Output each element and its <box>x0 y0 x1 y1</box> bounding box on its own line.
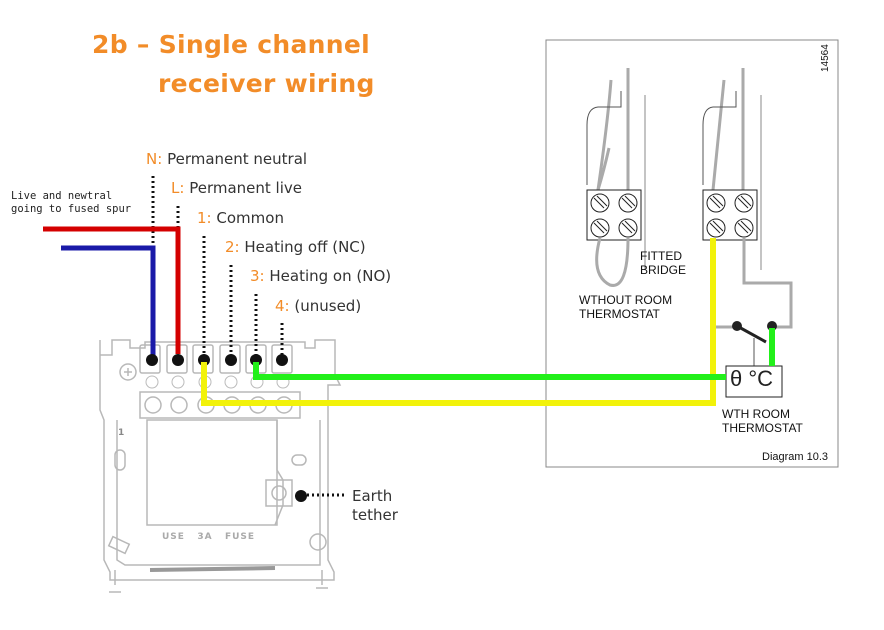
earth-tether-label: Earth tether <box>352 487 398 525</box>
terminal-desc: (unused) <box>294 297 362 315</box>
grey-wire <box>596 79 613 191</box>
earth-dot <box>295 490 307 502</box>
terminal-key: 2 <box>225 238 235 256</box>
fixing-screw-icon <box>309 533 327 551</box>
side-mark: 1 <box>118 428 126 438</box>
terminal-block <box>586 189 642 241</box>
screw-slots <box>593 195 636 234</box>
terminal-well <box>139 344 161 374</box>
fuse-text: USE 3A FUSE <box>162 532 256 542</box>
leader-lines <box>151 176 346 497</box>
terminal-label-l: L: Permanent live <box>171 179 302 197</box>
heating-on-wire <box>253 362 726 380</box>
mounting-feet <box>109 570 328 593</box>
colon: : <box>284 297 290 315</box>
mounting-slot <box>291 454 307 466</box>
terminal-key: N <box>146 150 158 168</box>
terminal-label-1: 1: Common <box>197 209 284 227</box>
terminal-desc: Heating off (NC) <box>244 238 366 256</box>
terminal-dots <box>146 354 307 502</box>
terminal-desc: Permanent live <box>189 179 302 197</box>
terminal-label-n: N: Permanent neutral <box>146 150 307 168</box>
terminal-key: L <box>171 179 180 197</box>
thermostat-box <box>725 365 783 398</box>
with-thermostat-label: WTH ROOM THERMOSTAT <box>722 407 803 435</box>
fitted-bridge-label: FITTED BRIDGE <box>640 249 687 277</box>
supply-note-line-2: going to fused spur <box>11 203 132 215</box>
terminal-dot-n <box>146 354 158 366</box>
bottom-rail <box>149 566 276 572</box>
terminal-dot-2 <box>225 354 237 366</box>
terminal-label-4: 4: (unused) <box>275 297 361 315</box>
terminal-key: 1 <box>197 209 207 227</box>
earth-screw-icon <box>271 485 287 501</box>
terminal-key: 4 <box>275 297 285 315</box>
terminal-label-2: 2: Heating off (NC) <box>225 238 366 256</box>
thermostat-symbol: θ °C <box>730 366 774 391</box>
title-line-2: receiver wiring <box>158 69 375 98</box>
colon: : <box>206 209 212 227</box>
screw-icon <box>706 218 726 238</box>
diagram-id-number: 14564 <box>820 44 831 72</box>
switch-contact <box>732 321 742 331</box>
colon: : <box>259 267 265 285</box>
terminal-desc: Heating on (NO) <box>269 267 392 285</box>
live-wire <box>43 226 181 354</box>
backplate <box>99 339 342 593</box>
earth-line-2: tether <box>352 506 398 524</box>
terminal-mark-l <box>171 375 185 389</box>
screw-icon <box>590 218 610 238</box>
backplate-outline <box>99 339 342 581</box>
terminal-key: 3 <box>250 267 260 285</box>
terminal-block <box>702 189 758 241</box>
mounting-tab <box>107 535 131 555</box>
screw-icon <box>590 193 610 213</box>
cable-outline <box>586 91 622 185</box>
earth-line-1: Earth <box>352 487 393 505</box>
fixing-screw-icon <box>119 363 137 381</box>
terminal-mark-n <box>145 375 159 389</box>
terminal-desc: Permanent neutral <box>167 150 308 168</box>
fitted-bridge-wire <box>595 237 630 287</box>
screw-icon <box>618 193 638 213</box>
screw-cross <box>124 368 132 376</box>
colon: : <box>157 150 163 168</box>
supply-note-line-1: Live and newtral <box>11 190 113 202</box>
screw-icon <box>734 218 754 238</box>
diagram-label: Diagram 10.3 <box>762 451 829 463</box>
earth-channel <box>274 420 284 526</box>
neutral-wire <box>61 245 156 358</box>
terminal-block-without-thermostat <box>586 68 646 287</box>
terminal-label-3: 3: Heating on (NO) <box>250 267 391 285</box>
grey-wire <box>711 79 726 191</box>
boiler-diagram-box <box>545 39 839 468</box>
terminal-mark-2 <box>224 375 238 389</box>
terminal-dot-4 <box>276 354 288 366</box>
grey-wire-to-switch <box>742 238 793 329</box>
earth-screw-block <box>265 479 293 507</box>
screw-icon <box>144 396 162 414</box>
without-thermostat-label: WTHOUT ROOM THERMOSTAT <box>579 293 673 321</box>
screw-icon <box>170 396 188 414</box>
screw-icon <box>734 193 754 213</box>
terminal-block-with-thermostat <box>702 68 793 329</box>
backplate-inner <box>116 420 321 566</box>
title-line-1: 2b – Single channel <box>92 30 371 59</box>
mounting-slot <box>114 449 126 471</box>
screw-icon <box>706 193 726 213</box>
screw-icon <box>618 218 638 238</box>
cable-outline <box>702 91 737 185</box>
colon: : <box>179 179 185 197</box>
terminal-dot-l <box>172 354 184 366</box>
screw-slots <box>709 195 752 234</box>
switch-arm <box>736 324 767 344</box>
fuse-well <box>146 419 278 526</box>
colon: : <box>234 238 240 256</box>
common-wire <box>201 238 716 406</box>
terminal-desc: Common <box>216 209 284 227</box>
